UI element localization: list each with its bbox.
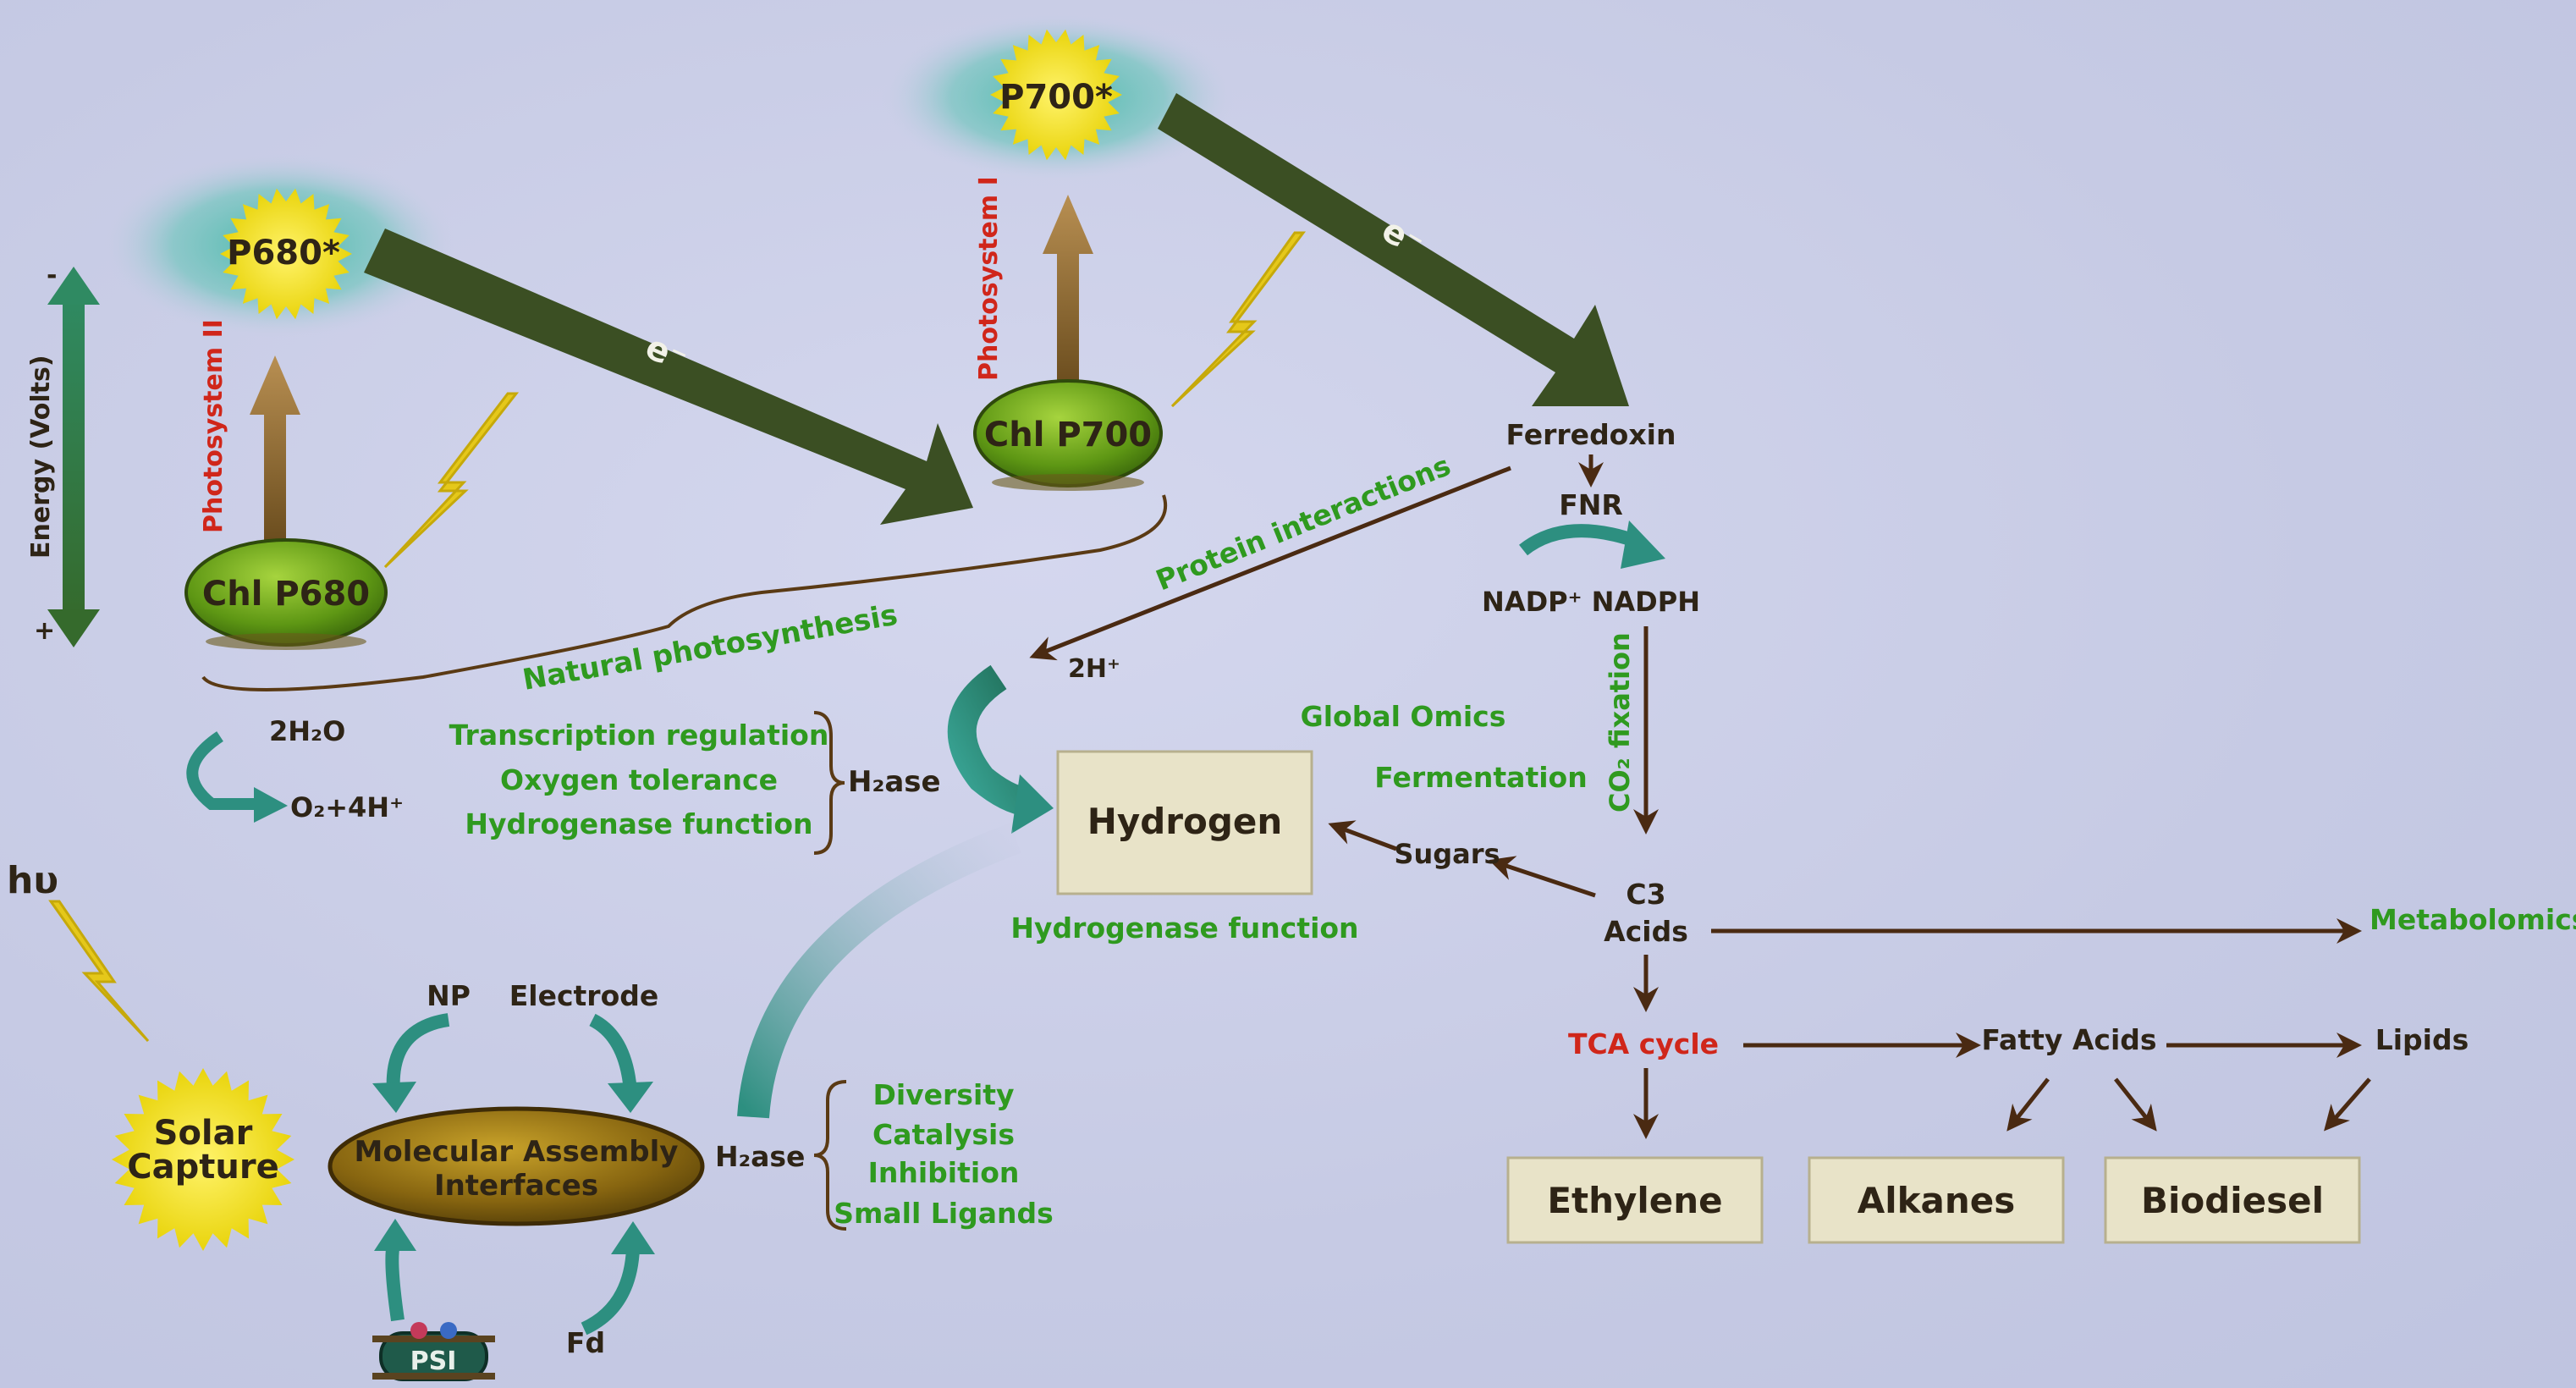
tca-cycle-label: TCA cycle bbox=[1568, 1027, 1719, 1060]
photosystem-i-group: P700* Chl P700 Photosystem I bbox=[880, 13, 1307, 491]
alkanes-label: Alkanes bbox=[1858, 1180, 2016, 1221]
fermentation-label: Fermentation bbox=[1374, 761, 1587, 794]
co2-fixation-label: CO₂ fixation bbox=[1604, 632, 1636, 812]
solar-capture-label-2: Capture bbox=[127, 1148, 278, 1187]
alkanes-box: Alkanes bbox=[1808, 1156, 2065, 1244]
water-cycle-arrow bbox=[186, 731, 258, 810]
molecular-assembly-label-1: Molecular Assembly bbox=[355, 1135, 679, 1169]
molecular-assembly-label-2: Interfaces bbox=[434, 1169, 598, 1203]
p700-star-label: P700* bbox=[999, 78, 1113, 117]
nadp-label: NADP⁺ NADPH bbox=[1482, 586, 1700, 618]
psi-complex: PSI bbox=[372, 1322, 495, 1381]
lightning-bolt-icon bbox=[48, 900, 150, 1043]
p700-star-sun: P700* bbox=[990, 29, 1122, 161]
psi-arrow bbox=[385, 1242, 405, 1322]
water-label: 2H₂O bbox=[269, 715, 345, 747]
diversity-label: Diversity bbox=[872, 1078, 1014, 1111]
electrode-arrow bbox=[589, 1013, 637, 1093]
fatty-acids-to-alkanes-arrow bbox=[2006, 1077, 2050, 1132]
fatty-acids-to-biodiesel-arrow bbox=[2114, 1077, 2157, 1132]
lightning-bolt-icon bbox=[1170, 231, 1307, 408]
photosystem-ii-label: Photosystem II bbox=[199, 319, 228, 533]
acids-label: Acids bbox=[1604, 915, 1688, 948]
global-omics-label: Global Omics bbox=[1301, 700, 1506, 733]
sugars-label: Sugars bbox=[1394, 838, 1500, 870]
hydrogenase-function-left-label: Hydrogenase function bbox=[465, 807, 812, 840]
p680-excitation-arrow bbox=[250, 355, 300, 542]
h2ase-bottom-label: H₂ase bbox=[715, 1140, 805, 1173]
chl-p700-label: Chl P700 bbox=[984, 416, 1152, 454]
research-brace-top bbox=[813, 711, 845, 855]
electron-transfer-arrow-1: e⁻ bbox=[364, 229, 973, 525]
energy-axis: - + Energy (Volts) bbox=[26, 261, 100, 647]
energy-minus-label: - bbox=[47, 261, 57, 290]
hydrogenase-research-top: Transcription regulation Oxygen toleranc… bbox=[449, 711, 941, 855]
electrode-label: Electrode bbox=[509, 979, 659, 1012]
p680-star-label: P680* bbox=[227, 234, 340, 273]
fd-arrow bbox=[581, 1248, 640, 1336]
solar-capture-sun: Solar Capture bbox=[112, 1068, 294, 1251]
oxygen-tolerance-label: Oxygen tolerance bbox=[500, 763, 778, 796]
research-brace-bottom bbox=[813, 1080, 847, 1231]
hydrogen-label: Hydrogen bbox=[1087, 801, 1283, 842]
np-label: NP bbox=[427, 979, 471, 1012]
hv-label: hυ bbox=[7, 859, 58, 902]
molecular-assembly-node bbox=[328, 1106, 705, 1226]
photosystem-i-label: Photosystem I bbox=[974, 176, 1004, 381]
nadp-reduction-arrow bbox=[1519, 524, 1640, 556]
ethylene-box: Ethylene bbox=[1506, 1156, 1764, 1244]
h2ase-top-label: H₂ase bbox=[848, 765, 941, 799]
inhibition-label: Inhibition bbox=[868, 1156, 1020, 1189]
hydrogenase-function-bottom-label: Hydrogenase function bbox=[1010, 912, 1358, 945]
np-arrow bbox=[386, 1013, 450, 1093]
p700-excitation-arrow bbox=[1043, 195, 1093, 385]
biodiesel-label: Biodiesel bbox=[2141, 1180, 2324, 1221]
transcription-regulation-label: Transcription regulation bbox=[449, 719, 829, 752]
lipids-to-biodiesel-arrow bbox=[2324, 1077, 2371, 1132]
protein-interactions-arrow bbox=[1029, 465, 1511, 661]
h2ase-to-hydrogen-arrow bbox=[947, 664, 1031, 817]
h2ase-bottom-to-hydrogen-sweep bbox=[737, 823, 1021, 1119]
natural-photosynthesis-brace bbox=[201, 494, 1168, 691]
energy-axis-label: Energy (Volts) bbox=[26, 355, 56, 559]
two-h-label: 2H⁺ bbox=[1068, 654, 1120, 684]
lipids-label: Lipids bbox=[2375, 1023, 2469, 1056]
small-ligands-label: Small Ligands bbox=[834, 1197, 1054, 1230]
c3-to-sugars-arrow bbox=[1489, 856, 1596, 898]
photosystem-ii-group: P680* Chl P680 Photosystem II bbox=[102, 152, 520, 650]
biodiesel-box: Biodiesel bbox=[2104, 1156, 2361, 1244]
protein-interactions-label: Protein interactions bbox=[1151, 449, 1455, 597]
fatty-acids-label: Fatty Acids bbox=[1981, 1023, 2156, 1056]
fnr-label: FNR bbox=[1559, 488, 1623, 521]
psi-label: PSI bbox=[410, 1347, 457, 1376]
ferredoxin-label: Ferredoxin bbox=[1506, 418, 1676, 451]
solar-capture-label-1: Solar bbox=[154, 1114, 253, 1153]
fd-label: Fd bbox=[566, 1326, 605, 1359]
molecular-assembly-group: NP Electrode Molecular Assembly Interfac… bbox=[328, 979, 705, 1381]
catalysis-label: Catalysis bbox=[872, 1118, 1015, 1151]
electron-transfer-arrow-2: e⁻ bbox=[1158, 93, 1629, 406]
chl-p680-label: Chl P680 bbox=[202, 575, 370, 614]
metabolomics-label: Metabolomics bbox=[2370, 903, 2576, 936]
water-splitting-group: 2H₂O O₂+4H⁺ bbox=[186, 715, 404, 823]
ethylene-label: Ethylene bbox=[1547, 1180, 1722, 1221]
oxygen-label: O₂+4H⁺ bbox=[290, 791, 404, 823]
p680-star-sun: P680* bbox=[220, 188, 352, 320]
lightning-bolt-icon bbox=[383, 392, 520, 569]
energy-plus-label: + bbox=[34, 616, 55, 646]
sugars-to-hydrogen-arrow bbox=[1328, 820, 1397, 851]
hydrogen-box: Hydrogen bbox=[1056, 750, 1313, 895]
c3-label: C3 bbox=[1626, 878, 1665, 911]
